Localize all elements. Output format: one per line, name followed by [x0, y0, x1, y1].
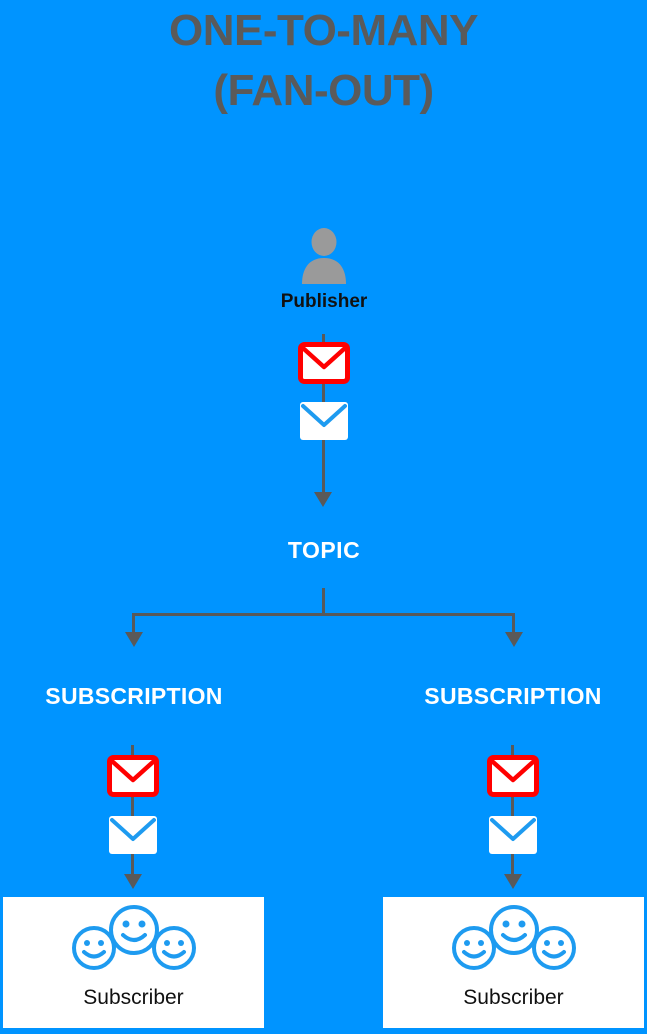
- subscription-left-unread-envelope-icon: [107, 755, 159, 797]
- publisher-read-envelope-icon: [298, 400, 350, 442]
- subscription-left-arrowhead: [124, 874, 142, 889]
- branch-left-arrowhead: [125, 632, 143, 647]
- subscription-left-connector-line: [131, 745, 134, 878]
- subscription-left-read-envelope-icon: [107, 814, 159, 856]
- subscription-label-left: SUBSCRIPTION: [45, 683, 223, 709]
- branch-right-arrowhead: [505, 632, 523, 647]
- subscription-label-right: SUBSCRIPTION: [424, 683, 602, 709]
- person-silhouette-icon: [299, 228, 349, 284]
- publisher-topic-arrowhead: [314, 492, 332, 507]
- publisher-label: Publisher: [280, 291, 368, 312]
- subscription-right-arrowhead: [504, 874, 522, 889]
- topic-label: TOPIC: [287, 537, 361, 563]
- subscription-right-connector-line: [511, 745, 514, 878]
- topic-branch-stem-line: [322, 588, 325, 615]
- subscription-right-unread-envelope-icon: [487, 755, 539, 797]
- page-title-line1: ONE-TO-MANY: [168, 6, 479, 55]
- subscriber-label-right: Subscriber: [463, 986, 564, 1009]
- branch-left-line: [132, 613, 135, 636]
- three-smiley-faces-icon-left: [3, 905, 264, 977]
- topic-branch-horizontal-line: [132, 613, 515, 616]
- subscriber-box-right: Subscriber: [383, 897, 644, 1028]
- page-title-line2: (FAN-OUT): [213, 66, 434, 115]
- subscriber-label-left: Subscriber: [83, 986, 184, 1009]
- subscriber-box-left: Subscriber: [3, 897, 264, 1028]
- publisher-unread-envelope-icon: [298, 342, 350, 384]
- subscription-right-read-envelope-icon: [487, 814, 539, 856]
- branch-right-line: [512, 613, 515, 636]
- three-smiley-faces-icon-right: [383, 905, 644, 977]
